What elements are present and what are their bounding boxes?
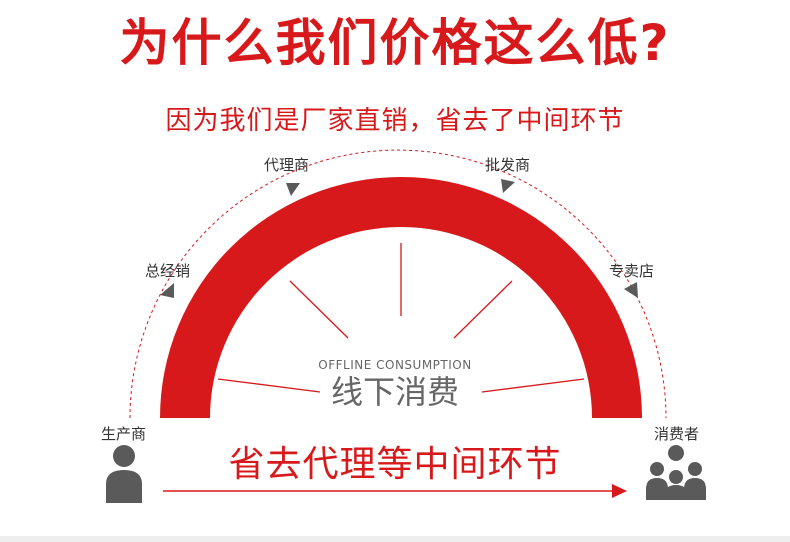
flow-arrow-head-icon: [612, 484, 627, 498]
node-consumer-label: 消费者: [654, 425, 700, 443]
center-english-label: OFFLINE CONSUMPTION: [318, 358, 472, 372]
node-store-label: 专卖店: [609, 262, 655, 280]
footer-divider: [0, 536, 790, 542]
consumer-icon: [646, 445, 706, 500]
node-distributor-label: 总经销: [145, 262, 191, 280]
page-title: 为什么我们价格这么低?: [119, 14, 671, 72]
node-agent-label: 代理商: [264, 156, 310, 174]
node-wholesaler-label: 批发商: [485, 156, 531, 174]
semicircle-band: [160, 177, 642, 418]
spokes: [217, 243, 585, 393]
center-chinese-label: 线下消费: [330, 373, 459, 411]
spoke-line: [289, 280, 349, 339]
spoke-line: [453, 280, 513, 339]
agent-arrow-icon: [286, 183, 300, 196]
producer-icon: [106, 445, 142, 503]
spoke-line: [217, 378, 321, 393]
spoke-line: [481, 378, 585, 393]
node-producer-label: 生产商: [101, 425, 147, 443]
store-arrow-icon: [624, 282, 638, 298]
wholesaler-arrow-icon: [501, 179, 515, 193]
page-subtitle: 因为我们是厂家直销，省去了中间环节: [165, 106, 625, 136]
distributor-arrow-icon: [160, 283, 174, 298]
bottom-slogan: 省去代理等中间环节: [228, 444, 562, 485]
